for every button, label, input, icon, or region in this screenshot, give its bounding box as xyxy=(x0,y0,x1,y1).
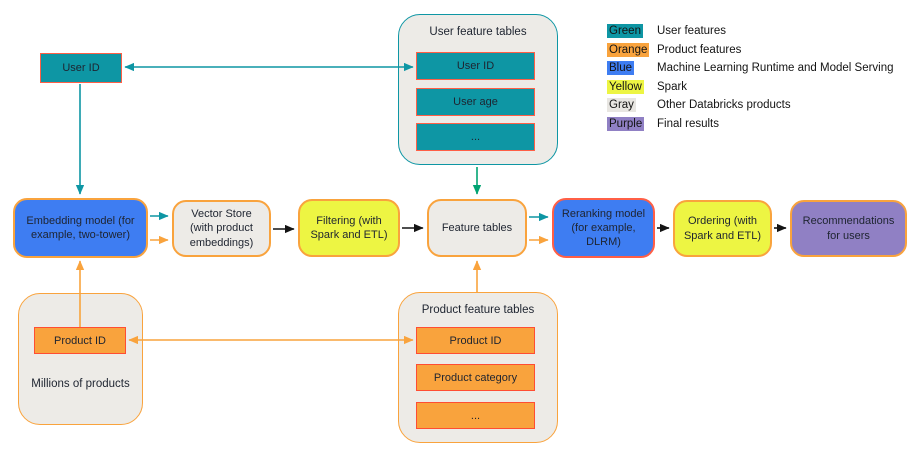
legend-swatch-orange: Orange xyxy=(607,42,650,57)
recommendations-node: Recommendations for users xyxy=(790,200,907,257)
millions-of-products-container xyxy=(18,293,143,425)
legend-label-spark: Spark xyxy=(657,80,688,93)
legend-swatch-blue: Blue xyxy=(607,61,635,76)
legend-swatch-yellow: Yellow xyxy=(607,79,644,94)
millions-product-id-node: Product ID xyxy=(34,327,126,354)
legend-row-yellow: Yellow Spark xyxy=(607,78,917,97)
filtering-node: Filtering (with Spark and ETL) xyxy=(298,199,400,257)
reranking-model-node: Reranking model (for example, DLRM) xyxy=(552,198,655,258)
user-feature-row-user-id: User ID xyxy=(416,52,535,80)
legend-row-blue: Blue Machine Learning Runtime and Model … xyxy=(607,59,917,78)
legend-label-user-features: User features xyxy=(657,25,727,38)
legend-row-orange: Orange Product features xyxy=(607,41,917,60)
legend-label-product-features: Product features xyxy=(657,43,742,56)
product-feature-row-more: ... xyxy=(416,402,535,429)
legend-row-green: Green User features xyxy=(607,22,917,41)
product-feature-tables-title: Product feature tables xyxy=(421,304,535,316)
legend-swatch-green: Green xyxy=(607,24,643,39)
product-feature-row-category: Product category xyxy=(416,364,535,391)
user-feature-row-more: ... xyxy=(416,123,535,151)
user-id-source-node: User ID xyxy=(40,53,122,83)
legend-row-purple: Purple Final results xyxy=(607,115,917,134)
ordering-node: Ordering (with Spark and ETL) xyxy=(673,200,772,257)
vector-store-node: Vector Store (with product embeddings) xyxy=(172,200,271,257)
user-feature-tables-title: User feature tables xyxy=(429,26,527,38)
legend-swatch-gray: Gray xyxy=(607,98,636,113)
legend: Green User features Orange Product featu… xyxy=(607,22,917,133)
legend-label-other-products: Other Databricks products xyxy=(657,99,791,112)
legend-swatch-purple: Purple xyxy=(607,116,645,131)
legend-row-gray: Gray Other Databricks products xyxy=(607,96,917,115)
millions-of-products-caption: Millions of products xyxy=(31,378,130,390)
user-feature-row-user-age: User age xyxy=(416,88,535,116)
product-feature-row-product-id: Product ID xyxy=(416,327,535,354)
embedding-model-node: Embedding model (for example, two-tower) xyxy=(13,198,148,258)
feature-tables-node: Feature tables xyxy=(427,199,527,257)
legend-label-ml-runtime: Machine Learning Runtime and Model Servi… xyxy=(657,62,894,75)
legend-label-final-results: Final results xyxy=(657,117,719,130)
